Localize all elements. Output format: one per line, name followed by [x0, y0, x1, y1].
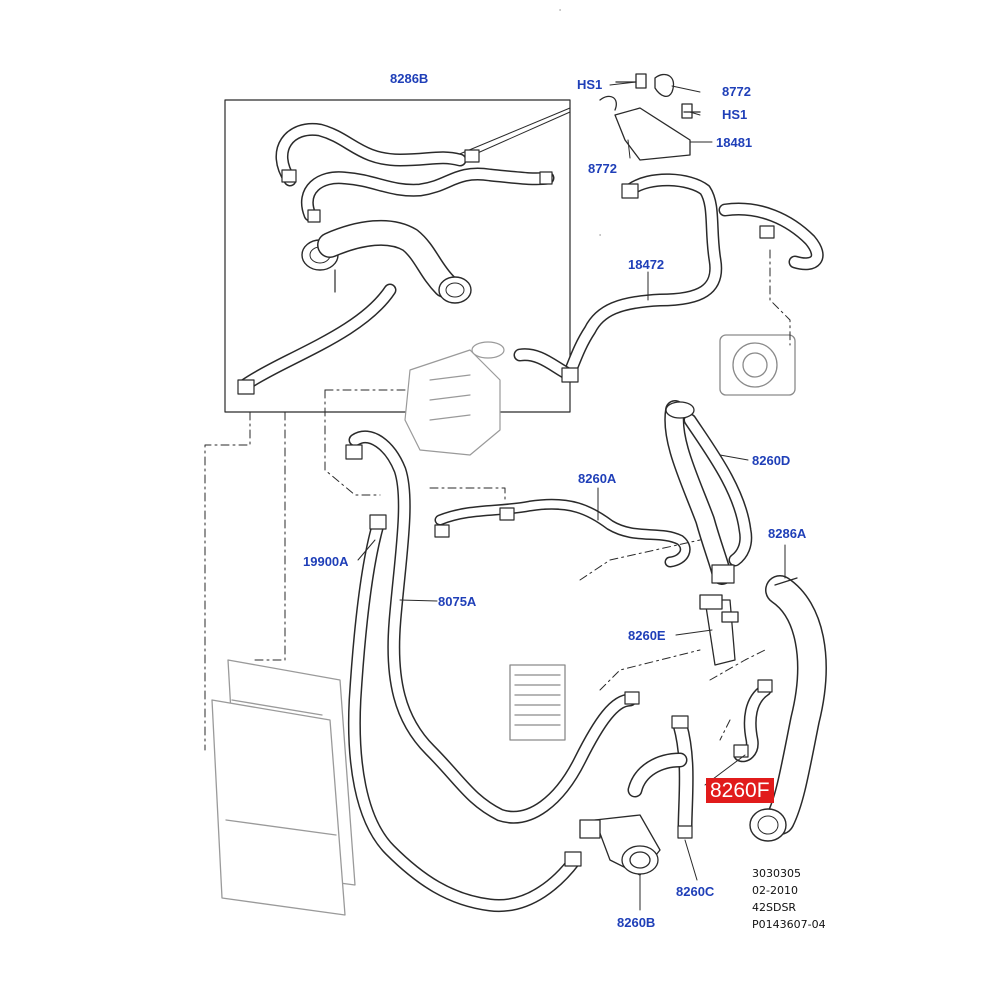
bracket-assembly — [599, 73, 701, 161]
label-8286b[interactable]: 8286B — [390, 71, 429, 86]
oil-cooler — [509, 664, 566, 741]
meta-line-1: 3030305 — [752, 867, 801, 880]
label-8260d[interactable]: 8260D — [752, 453, 791, 468]
meta-line-3: 42SDSR — [752, 901, 797, 914]
meta-line-4: P0143607-04 — [752, 918, 826, 931]
hose-8260f — [733, 679, 773, 763]
label-19900a[interactable]: 19900A — [303, 554, 349, 569]
label-8772-top[interactable]: 8772 — [722, 84, 751, 99]
hose-8260c — [627, 715, 694, 839]
label-hs1-top[interactable]: HS1 — [577, 77, 603, 92]
label-8260a[interactable]: 8260A — [578, 471, 617, 486]
highlight-label-8260f[interactable]: 8260F — [706, 778, 774, 804]
hose-8260d — [664, 400, 753, 585]
hose-8260a — [434, 498, 691, 568]
label-8075a[interactable]: 8075A — [438, 594, 477, 609]
label-8260c[interactable]: 8260C — [676, 884, 715, 899]
throttle-body — [719, 334, 796, 396]
label-8286a[interactable]: 8286A — [768, 526, 807, 541]
expansion-tank — [404, 341, 505, 456]
label-18481[interactable]: 18481 — [716, 135, 753, 150]
hose-8286a — [749, 575, 827, 842]
detail-box — [224, 99, 571, 413]
connector-8260e — [699, 594, 739, 666]
label-18472[interactable]: 18472 — [628, 257, 665, 272]
hose-8075a — [345, 430, 640, 824]
hose-18472 — [513, 173, 824, 383]
drawing-metadata: 3030305 02-2010 42SDSR P0143607-04 — [752, 865, 826, 933]
thermostat-hose — [237, 219, 472, 395]
meta-line-2: 02-2010 — [752, 884, 798, 897]
label-hs1-right[interactable]: HS1 — [722, 107, 748, 122]
hose-8286b — [275, 122, 555, 223]
label-8260e[interactable]: 8260E — [628, 628, 666, 643]
hose-19900a — [347, 514, 582, 913]
label-8772-left[interactable]: 8772 — [588, 161, 617, 176]
radiator — [211, 659, 356, 916]
label-8260b[interactable]: 8260B — [617, 915, 656, 930]
pump-8260b — [579, 814, 661, 876]
